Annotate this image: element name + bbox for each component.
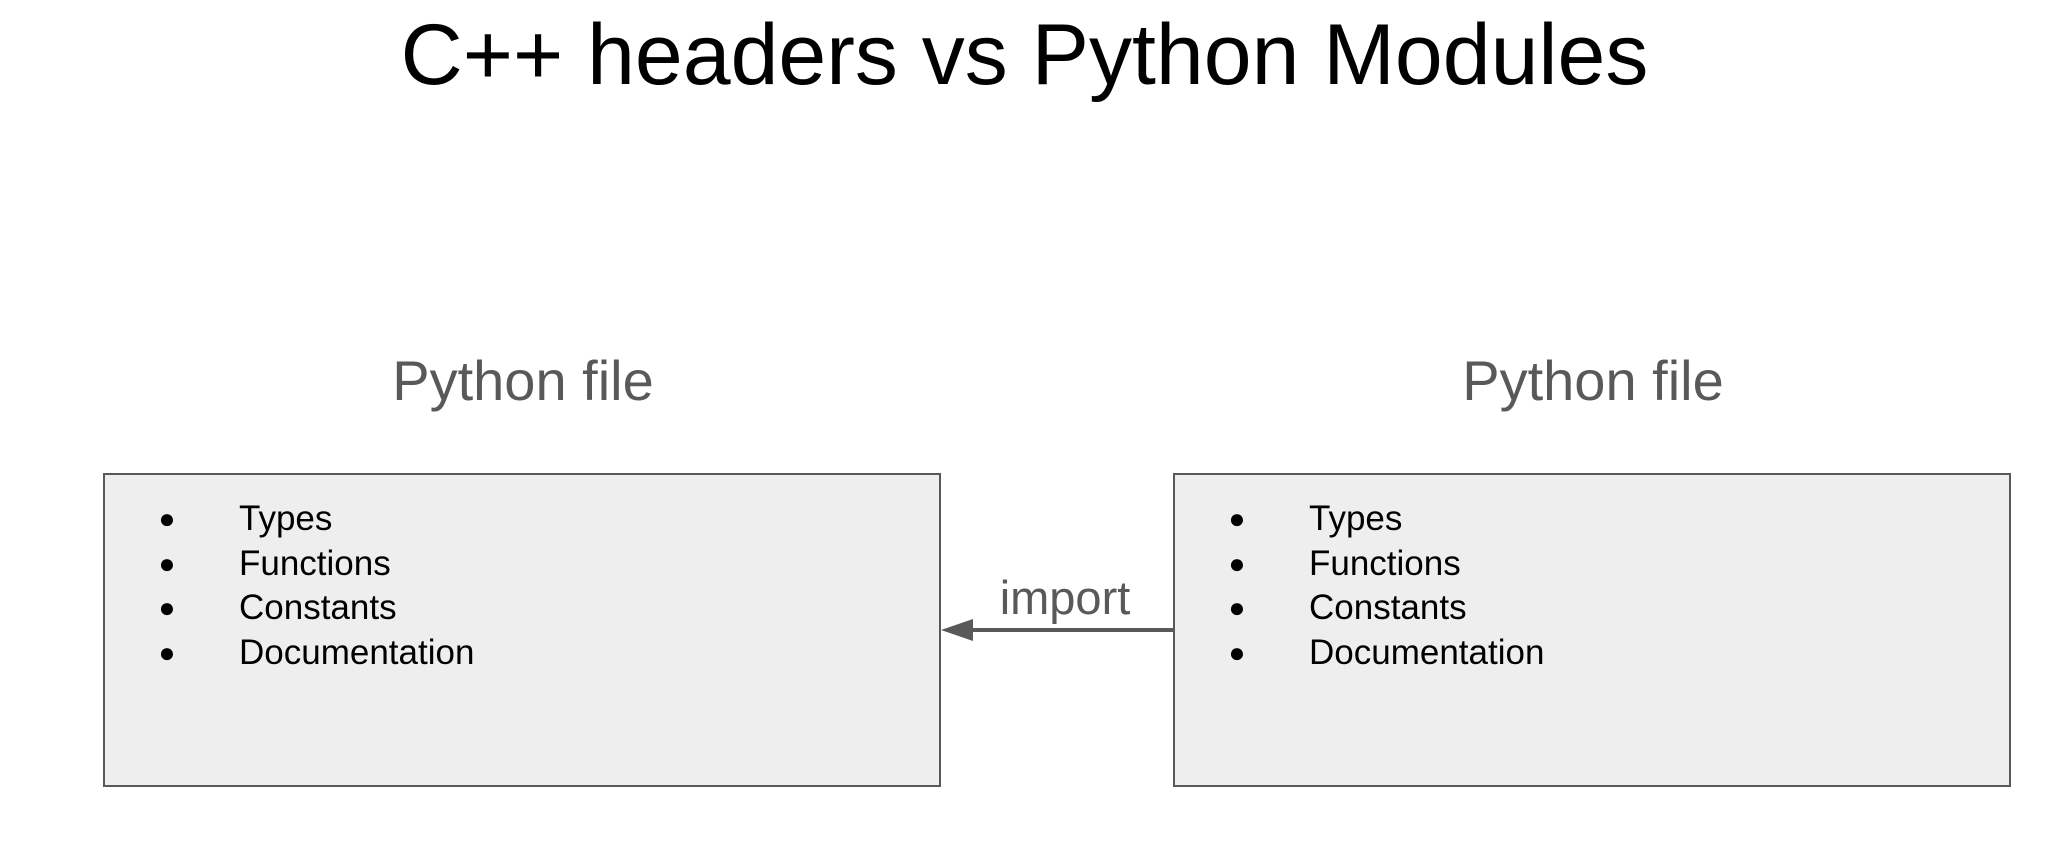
bullet-dot-icon: ● xyxy=(1228,592,1246,623)
list-item-text: Constants xyxy=(239,588,397,627)
left-module-list: ● Types ● Functions ● Constants ● Documentat… xyxy=(105,475,939,675)
list-item: ● Constants xyxy=(1175,586,2009,631)
list-item-text: Types xyxy=(1309,499,1403,538)
list-item-text: Constants xyxy=(1309,588,1467,627)
bullet-dot-icon: ● xyxy=(1228,503,1246,534)
import-arrow xyxy=(941,619,1175,641)
bullet-dot-icon: ● xyxy=(158,547,176,579)
bullet-dot-icon: ● xyxy=(158,592,176,623)
list-item: ● Documentation xyxy=(1175,631,2009,676)
list-item: ● Types xyxy=(1175,497,2009,542)
left-module-box: ● Types ● Functions ● Constants ● Documentat… xyxy=(103,473,941,787)
list-item-text: Types xyxy=(239,499,333,538)
right-module-label: Python file xyxy=(1462,349,1724,412)
list-item: ● Constants xyxy=(105,586,939,631)
page-title: C++ headers vs Python Modules xyxy=(400,7,1649,103)
arrow-left-icon xyxy=(941,619,973,641)
right-module-box: ● Types ● Functions ● Constants ● Documentat… xyxy=(1173,473,2011,787)
list-item-text: Documentation xyxy=(239,632,475,672)
list-item-text: Functions xyxy=(239,543,391,583)
bullet-dot-icon: ● xyxy=(1228,547,1246,579)
list-item-text: Documentation xyxy=(1309,632,1545,672)
bullet-dot-icon: ● xyxy=(1228,636,1246,668)
import-label: import xyxy=(999,571,1131,624)
list-item-text: Functions xyxy=(1309,543,1461,583)
list-item: ● Functions xyxy=(1175,542,2009,587)
left-module-label: Python file xyxy=(392,349,654,412)
list-item: ● Documentation xyxy=(105,631,939,676)
bullet-dot-icon: ● xyxy=(158,503,176,534)
list-item: ● Types xyxy=(105,497,939,542)
list-item: ● Functions xyxy=(105,542,939,587)
bullet-dot-icon: ● xyxy=(158,636,176,668)
right-module-list: ● Types ● Functions ● Constants ● Documentat… xyxy=(1175,475,2009,675)
